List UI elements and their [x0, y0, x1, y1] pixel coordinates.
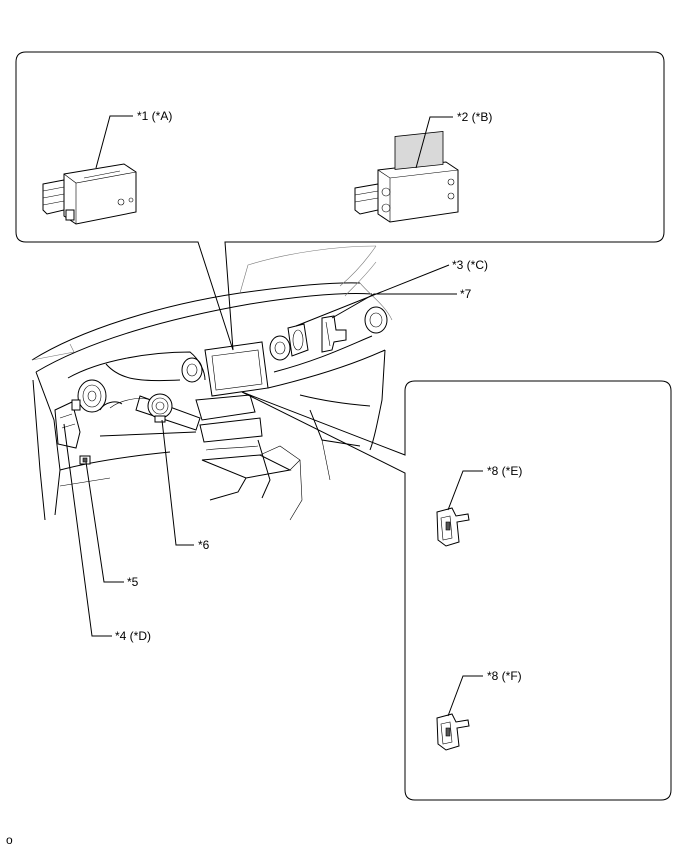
right-detail-callout — [241, 380, 672, 801]
label-part-5: *5 — [127, 575, 139, 589]
label-part-2: *2 (*B) — [457, 110, 492, 124]
figure-code: o — [6, 833, 13, 847]
top-detail-callout — [15, 51, 665, 351]
part-1-module — [42, 163, 137, 225]
label-part-3: *3 (*C) — [452, 258, 488, 272]
callout-labels: *1 (*A) *2 (*B) *3 (*C) *7 *6 *5 *4 (*D)… — [115, 109, 522, 683]
part-8e-bracket — [436, 507, 470, 547]
leader-lines — [63, 115, 483, 717]
part-8f-bracket — [436, 713, 470, 751]
part-2-display-unit — [354, 130, 459, 223]
label-part-1: *1 (*A) — [137, 109, 172, 123]
label-part-8e: *8 (*E) — [487, 464, 522, 478]
label-part-6: *6 — [198, 538, 210, 552]
instrument-panel-drawing — [31, 245, 393, 521]
label-part-4: *4 (*D) — [115, 629, 151, 643]
label-part-7: *7 — [460, 287, 472, 301]
label-part-8f: *8 (*F) — [487, 669, 522, 683]
